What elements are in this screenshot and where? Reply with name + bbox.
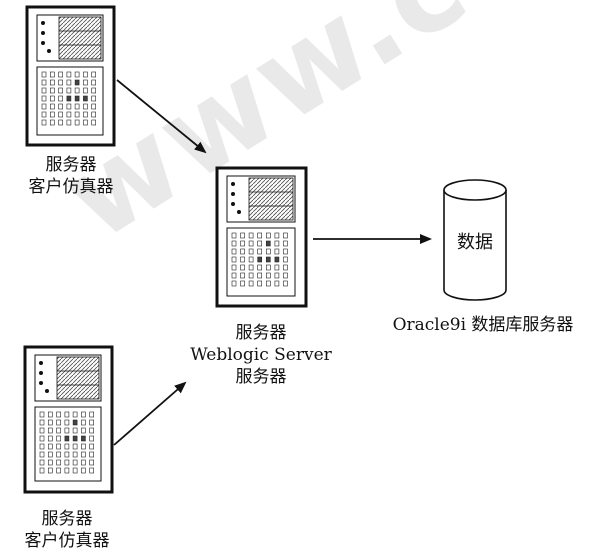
arrow-client-bottom-to-weblogic bbox=[113, 381, 187, 446]
server-client-top bbox=[25, 5, 116, 147]
server-weblogic bbox=[215, 166, 308, 308]
arrow-client-top-to-weblogic bbox=[116, 79, 207, 154]
label-client-bottom-line1: 服务器 bbox=[41, 509, 93, 529]
label-weblogic-line2: Weblogic Server bbox=[190, 345, 332, 365]
label-client-bottom: 服务器 客户仿真器 bbox=[2, 508, 132, 552]
label-weblogic: 服务器 Weblogic Server 服务器 bbox=[186, 322, 336, 388]
server-client-bottom bbox=[23, 345, 114, 494]
label-client-bottom-line2: 客户仿真器 bbox=[24, 531, 110, 551]
database-cylinder: 数据 bbox=[443, 179, 507, 301]
label-client-top-line1: 服务器 bbox=[45, 155, 97, 175]
label-database-caption: Oracle9i 数据库服务器 bbox=[392, 315, 574, 335]
server-grid bbox=[39, 411, 94, 474]
label-weblogic-line3: 服务器 bbox=[235, 367, 287, 387]
label-client-top: 服务器 客户仿真器 bbox=[6, 154, 136, 198]
server-grid bbox=[231, 232, 288, 287]
database-text: 数据 bbox=[457, 232, 493, 253]
label-database: Oracle9i 数据库服务器 bbox=[368, 314, 598, 336]
label-client-top-line2: 客户仿真器 bbox=[28, 177, 114, 197]
label-weblogic-line1: 服务器 bbox=[235, 323, 287, 343]
server-grid bbox=[41, 71, 96, 126]
